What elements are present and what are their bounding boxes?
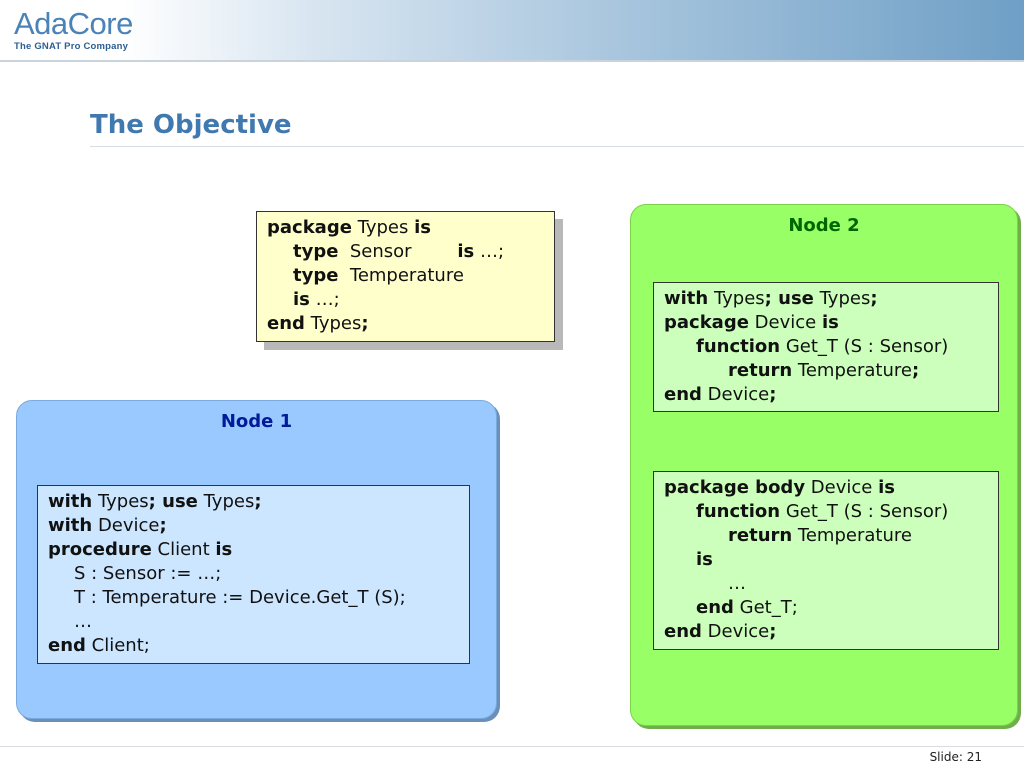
adacore-logo: AdaCore The GNAT Pro Company — [14, 8, 133, 53]
code-line: function Get_T (S : Sensor) — [696, 501, 949, 522]
device-body-box: package body Device is function Get_T (S… — [653, 471, 999, 650]
code-line: … — [74, 611, 92, 632]
types-package-box: package Types is type Sensor is …; type … — [256, 211, 555, 342]
logo-wordmark: AdaCore — [14, 8, 133, 40]
code-line: end Client; — [48, 635, 150, 656]
code-line: function Get_T (S : Sensor) — [696, 336, 949, 357]
code-line: return Temperature; — [728, 360, 920, 381]
slide-title: The Objective — [90, 110, 292, 140]
code-line: type Temperature — [293, 265, 464, 286]
logo-ada: Ada — [14, 6, 68, 41]
code-line: end Get_T; — [696, 597, 798, 618]
slide-number: Slide: 21 — [930, 750, 982, 764]
client-procedure-box: with Types; use Types; with Device; proc… — [37, 485, 470, 664]
code-line: … — [728, 573, 746, 594]
code-line: end Device; — [664, 621, 777, 642]
code-line: procedure Client is — [48, 539, 233, 560]
code-line: package Device is — [664, 312, 839, 333]
code-line: is — [696, 549, 713, 570]
slide-number-value: 21 — [966, 750, 982, 764]
device-spec-box: with Types; use Types; package Device is… — [653, 282, 999, 412]
code-line: return Temperature — [728, 525, 912, 546]
code-line: with Types; use Types; — [664, 288, 878, 309]
code-line: end Types; — [267, 313, 369, 334]
code-line: with Device; — [48, 515, 167, 536]
code-line: end Device; — [664, 384, 777, 405]
header-divider — [0, 60, 1024, 62]
code-line: package body Device is — [664, 477, 895, 498]
header-banner — [0, 0, 1024, 60]
code-line: type Sensor is …; — [293, 241, 505, 262]
title-divider — [90, 146, 1024, 147]
logo-core: Core — [67, 6, 134, 41]
code-line: with Types; use Types; — [48, 491, 262, 512]
code-line: T : Temperature := Device.Get_T (S); — [74, 587, 406, 608]
code-line: S : Sensor := …; — [74, 563, 222, 584]
node-1-label: Node 1 — [220, 411, 293, 432]
code-line: package Types is — [267, 217, 431, 238]
node-2-label: Node 2 — [788, 215, 860, 236]
slide-number-label: Slide: — [929, 750, 963, 764]
footer-divider — [0, 746, 1024, 747]
logo-tagline: The GNAT Pro Company — [14, 41, 129, 52]
code-line: is …; — [293, 289, 340, 310]
